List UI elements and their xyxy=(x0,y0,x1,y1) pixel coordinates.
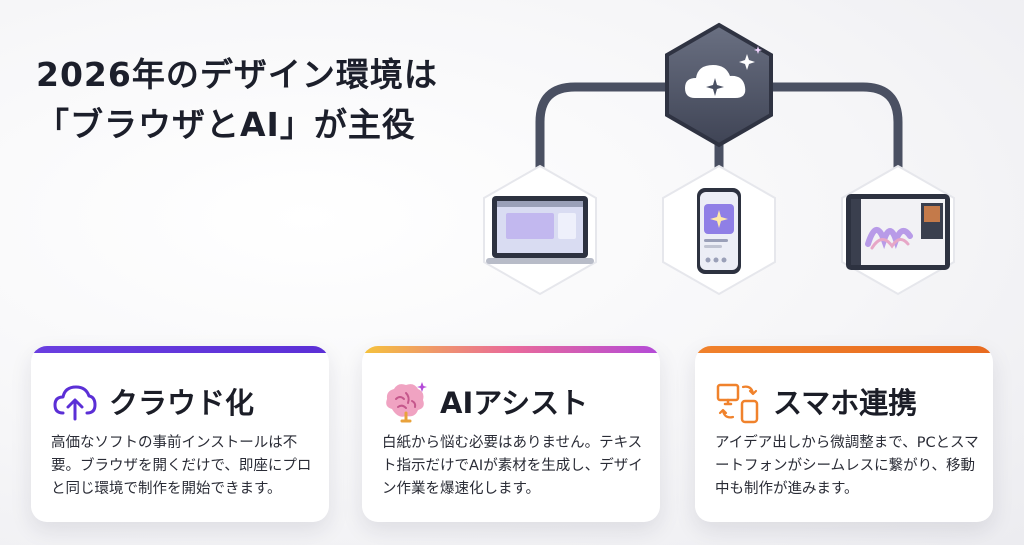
smartphone-node xyxy=(662,164,776,296)
smartphone-icon xyxy=(697,188,741,274)
feature-card-cloud: クラウド化 高価なソフトの事前インストールは不要。ブラウザを開くだけで、即座にプ… xyxy=(31,346,329,522)
cloud-upload-icon xyxy=(53,385,97,421)
card-accent-bar xyxy=(31,346,329,353)
feature-card-ai: AIアシスト 白紙から悩む必要はありません。テキスト指示だけでAIが素材を生成し… xyxy=(362,346,660,522)
title-line-2: 「ブラウザとAI」が主役 xyxy=(36,105,416,144)
card-title: クラウド化 xyxy=(109,386,255,420)
page-title: 2026年のデザイン環境は 「ブラウザとAI」が主役 xyxy=(36,50,438,150)
cloud-sparkle-icon xyxy=(685,46,762,98)
tablet-node xyxy=(841,164,955,296)
card-title: スマホ連携 xyxy=(773,386,918,420)
card-body: アイデア出しから微調整まで、PCとスマートフォンがシームレスに繋がり、移動中も制… xyxy=(715,435,979,497)
card-title: AIアシスト xyxy=(440,386,589,420)
device-sync-icon xyxy=(716,383,759,424)
feature-card-mobile: スマホ連携 アイデア出しから微調整まで、PCとスマートフォンがシームレスに繋がり… xyxy=(695,346,993,522)
title-line-1: 2026年のデザイン環境は xyxy=(36,55,438,94)
tablet-icon xyxy=(846,194,950,270)
card-accent-bar xyxy=(362,346,660,353)
cloud-hub xyxy=(665,22,773,148)
card-body: 高価なソフトの事前インストールは不要。ブラウザを開くだけで、即座にプロと同じ環境… xyxy=(51,435,312,497)
card-accent-bar xyxy=(695,346,993,353)
card-body: 白紙から悩む必要はありません。テキスト指示だけでAIが素材を生成し、デザイン作業… xyxy=(382,435,643,497)
laptop-node xyxy=(483,164,597,296)
brain-sparkle-icon xyxy=(386,382,427,423)
laptop-icon xyxy=(486,196,594,264)
